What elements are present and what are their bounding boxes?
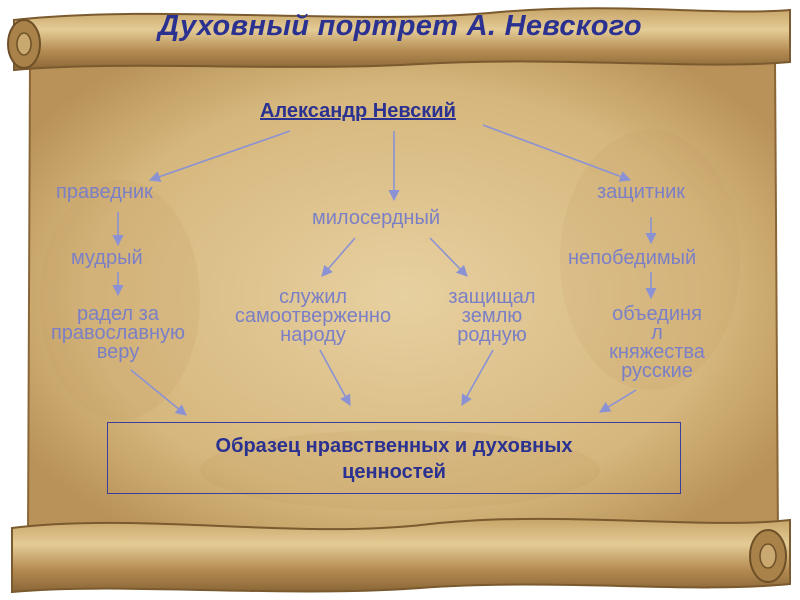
- arrow-root-to-zashchitnik: [482, 124, 632, 182]
- node-pravednik: праведник: [56, 181, 153, 203]
- node-mudry: мудрый: [71, 247, 143, 269]
- node-miloserdny: милосердный: [312, 207, 440, 229]
- arrow-miloserdny-to-zashchishchal: [429, 237, 468, 277]
- result-text: Образец нравственных и духовных ценносте…: [215, 435, 573, 483]
- arrow-obedinyal-to-result: [599, 389, 637, 413]
- arrow-sluzhil-to-result: [319, 349, 351, 406]
- node-zashchitnik: защитник: [597, 181, 686, 203]
- node-nepobedimy: непобедимый: [568, 247, 697, 269]
- root-node-aleksandr-nevsky: Александр Невский: [260, 100, 456, 122]
- arrow-zashchishchal-to-result: [461, 349, 494, 406]
- page-title: Духовный портрет А. Невского: [158, 10, 642, 42]
- result-box: Образец нравственных и духовных ценносте…: [107, 422, 681, 494]
- node-sluzhil: служил самоотверженно народу: [234, 286, 392, 346]
- node-radel: радел за православную веру: [50, 303, 186, 363]
- arrow-miloserdny-to-sluzhil: [321, 237, 356, 277]
- node-obedinyal: объединя л княжества русские: [609, 303, 705, 382]
- arrow-radel-to-result: [130, 369, 187, 416]
- arrow-root-to-pravednik: [148, 130, 291, 182]
- node-zashchishchal: защищал землю родную: [448, 286, 536, 346]
